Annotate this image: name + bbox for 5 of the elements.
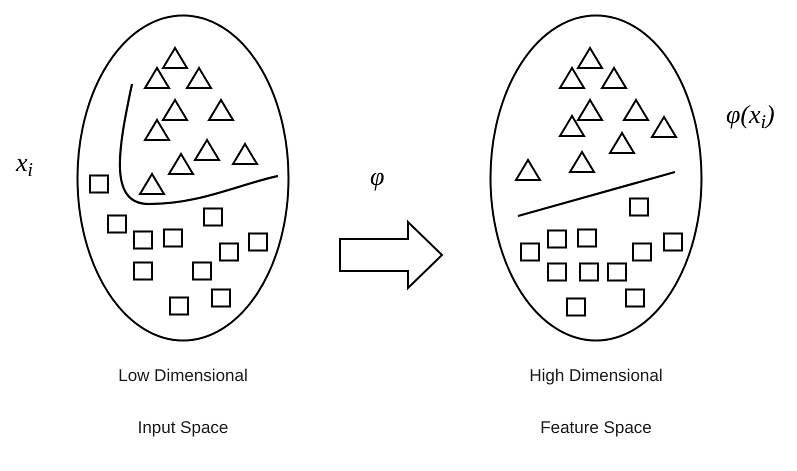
node-caption: Low Dimensional Input Space [117, 365, 249, 439]
node-caption: High Dimensional Feature Space [528, 365, 664, 439]
math-label: φ(x$_{i}$) [726, 102, 775, 128]
math-label: x$_{i}$ [16, 150, 33, 176]
block-arrow [339, 220, 444, 290]
